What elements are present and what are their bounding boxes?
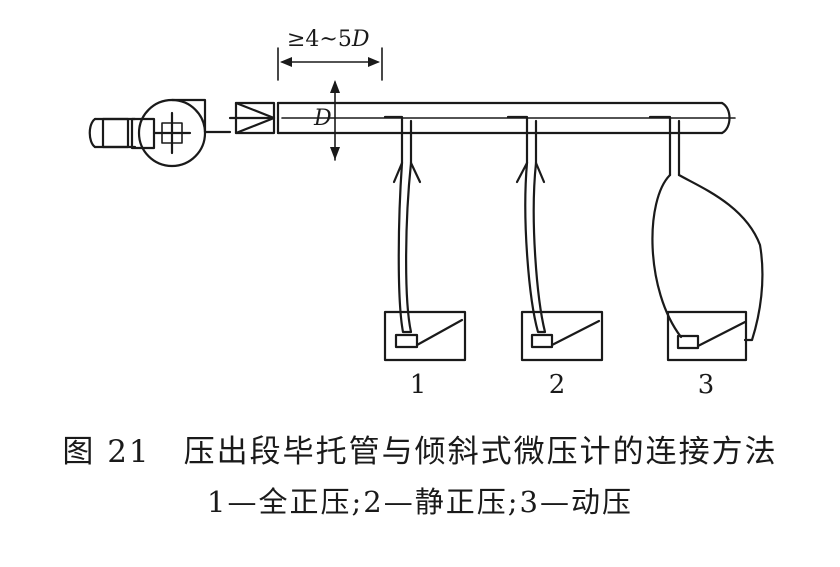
length-dimension-label: ≥4~5D <box>287 27 370 52</box>
pitot-tube-2 <box>506 115 547 334</box>
gauge-label-3: 3 <box>698 370 715 400</box>
length-dimension: ≥4~5D <box>277 27 383 81</box>
damper <box>228 101 276 135</box>
gauge-label-2: 2 <box>549 370 566 400</box>
duct-pitot-diagram: ≥4~5D D <box>88 27 764 400</box>
manometer-2 <box>520 310 604 362</box>
gauge-label-1: 1 <box>410 370 427 400</box>
figure-caption: 图 21 压出段毕托管与倾斜式微压计的连接方法 1—全正压;2—静正压;3—动压 <box>0 430 840 524</box>
pitot-tube-3 <box>648 115 764 342</box>
diameter-dimension: D <box>313 80 340 161</box>
inlet-duct <box>88 117 137 149</box>
manometer-1 <box>383 310 467 362</box>
fan <box>130 98 232 168</box>
caption-title: 图 21 压出段毕托管与倾斜式微压计的连接方法 <box>62 434 778 470</box>
caption-subtitle: 1—全正压;2—静正压;3—动压 <box>207 485 633 519</box>
pitot-tube-1 <box>383 115 422 334</box>
manometer-3 <box>666 310 748 362</box>
diameter-label: D <box>313 106 332 131</box>
